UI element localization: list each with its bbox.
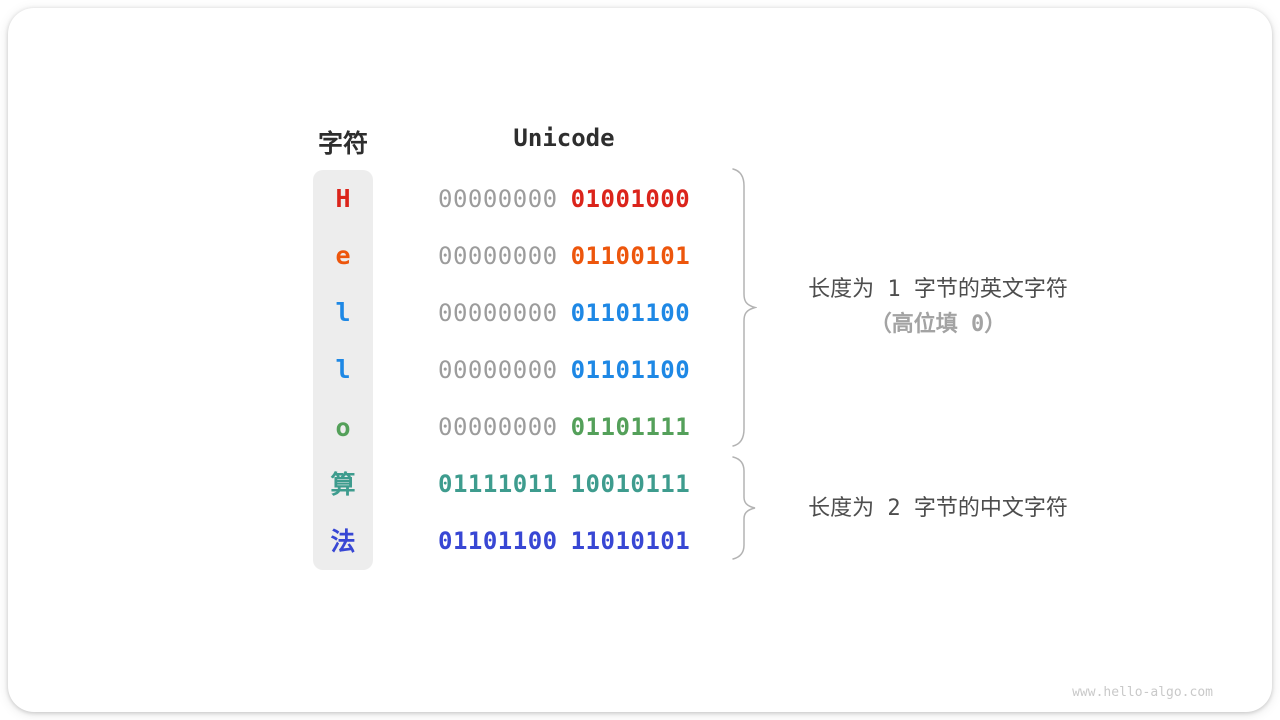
- annotation-english: 长度为 1 字节的英文字符 （高位填 0）: [768, 279, 1108, 336]
- watermark-url: www.hello-algo.com: [1072, 685, 1213, 700]
- binary-byte-high: 00000000: [438, 413, 558, 442]
- brace-english-chars: [732, 168, 757, 447]
- binary-byte-high: 00000000: [438, 241, 558, 270]
- table-row: o 00000000 01101111: [313, 399, 713, 456]
- binary-byte-high: 01111011: [438, 470, 558, 499]
- binary-byte-high: 00000000: [438, 298, 558, 327]
- brace-chinese-chars: [732, 456, 756, 560]
- unicode-binary: 01111011 10010111: [438, 472, 690, 496]
- character-cell: o: [335, 412, 351, 442]
- binary-byte-low: 01001000: [570, 184, 691, 213]
- encoding-table: H 00000000 01001000 e 00000000 01100101 l …: [313, 170, 713, 570]
- unicode-binary: 00000000 01100101: [438, 244, 690, 268]
- binary-byte-low: 01101100: [570, 298, 691, 327]
- binary-byte-high: 00000000: [438, 184, 558, 213]
- unicode-binary: 00000000 01101100: [438, 301, 690, 325]
- column-header-char: 字符: [317, 129, 368, 158]
- table-row: l 00000000 01101100: [313, 284, 713, 341]
- binary-byte-high: 01101100: [438, 527, 558, 556]
- table-row: e 00000000 01100101: [313, 227, 713, 284]
- annotation-english-line1: 长度为 1 字节的英文字符: [808, 277, 1068, 302]
- unicode-binary: 01101100 11010101: [438, 529, 690, 553]
- character-cell: e: [335, 241, 351, 271]
- character-cell: H: [335, 184, 351, 214]
- char-column-background: [313, 170, 373, 570]
- annotation-english-line2: （高位填 0）: [869, 312, 1007, 337]
- table-row: H 00000000 01001000: [313, 170, 713, 227]
- annotation-chinese: 长度为 2 字节的中文字符: [768, 498, 1108, 520]
- character-cell: l: [335, 298, 351, 328]
- unicode-binary: 00000000 01101100: [438, 358, 690, 382]
- binary-byte-low: 01100101: [570, 241, 691, 270]
- table-row: l 00000000 01101100: [313, 341, 713, 398]
- binary-byte-high: 00000000: [438, 355, 558, 384]
- binary-byte-low: 11010101: [570, 527, 691, 556]
- table-row: 算 01111011 10010111: [313, 456, 713, 513]
- unicode-binary: 00000000 01001000: [438, 187, 690, 211]
- character-cell: l: [335, 355, 351, 385]
- annotation-chinese-line1: 长度为 2 字节的中文字符: [808, 496, 1068, 521]
- column-header-unicode: Unicode: [513, 124, 615, 152]
- binary-byte-low: 01101100: [570, 355, 691, 384]
- binary-byte-low: 10010111: [570, 470, 691, 499]
- binary-byte-low: 01101111: [570, 413, 691, 442]
- table-row: 法 01101100 11010101: [313, 513, 713, 570]
- unicode-binary: 00000000 01101111: [438, 415, 690, 439]
- diagram-card: 字符 Unicode H 00000000 01001000 e 00000000…: [8, 8, 1272, 712]
- character-cell: 法: [330, 526, 356, 556]
- character-cell: 算: [330, 469, 356, 499]
